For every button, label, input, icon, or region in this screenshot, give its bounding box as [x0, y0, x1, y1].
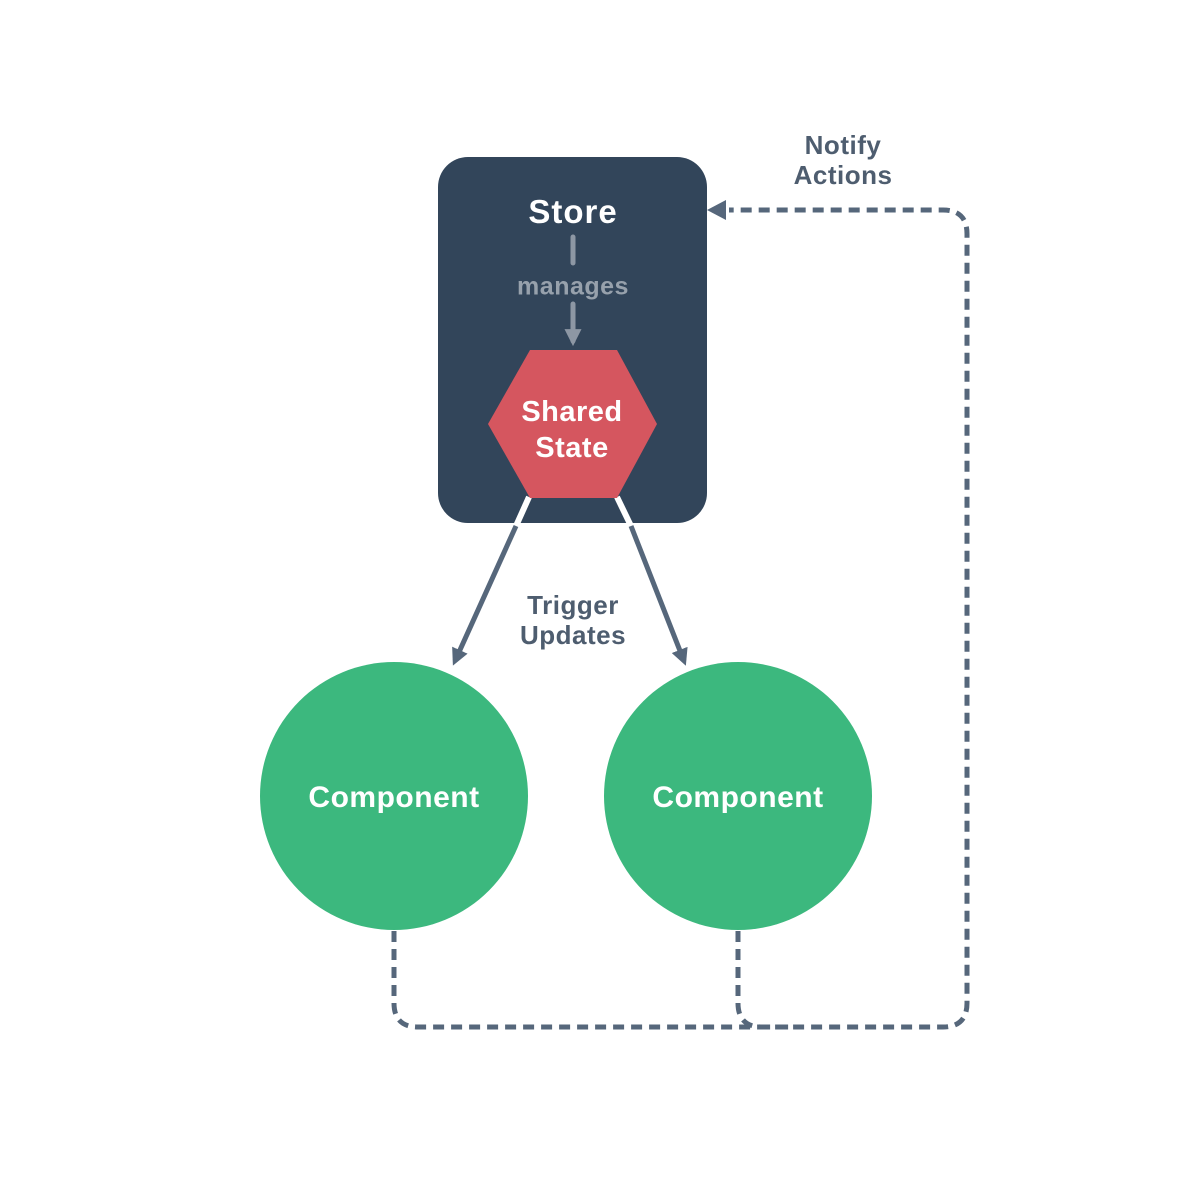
notify-actions-label: Notify Actions	[793, 130, 893, 190]
notify-loop-left-path	[391, 207, 970, 1030]
component-label-left: Component	[308, 781, 480, 814]
notify-loop-arrowhead	[707, 200, 726, 220]
component-circle-left	[260, 662, 528, 930]
shared-state-hexagon	[488, 350, 657, 498]
component-label-right: Component	[652, 781, 824, 814]
trigger-arrow-left	[452, 524, 519, 666]
shared-state-label: Shared State	[521, 396, 623, 464]
trigger-line-left-inner	[513, 495, 532, 528]
manages-label: manages	[517, 272, 629, 301]
notify-loop-right-path	[735, 931, 790, 1030]
component-circle-right	[604, 662, 872, 930]
trigger-updates-label: Trigger Updates	[519, 590, 627, 650]
trigger-line-right-inner	[614, 495, 634, 528]
trigger-arrow-right	[628, 525, 688, 666]
store-title: Store	[528, 193, 618, 230]
